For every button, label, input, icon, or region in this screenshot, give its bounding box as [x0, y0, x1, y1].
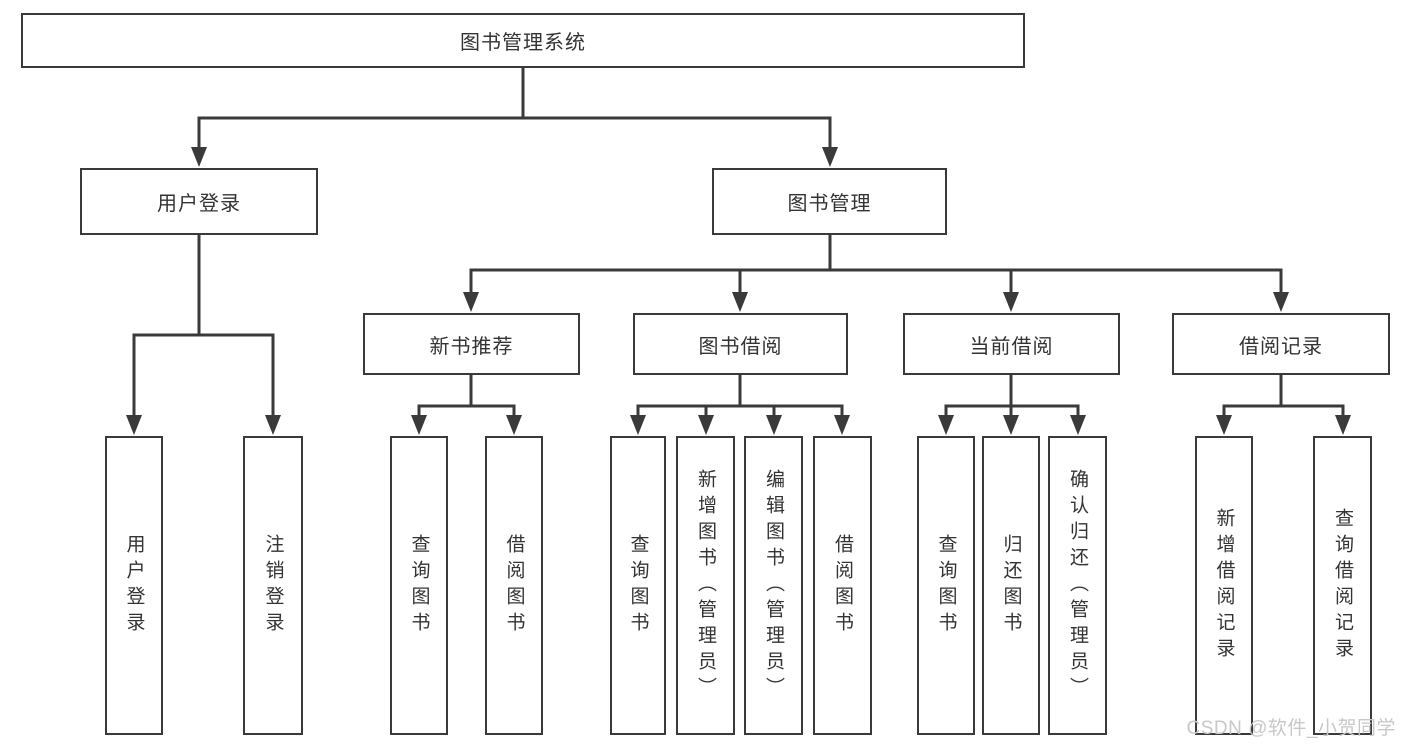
leaf-logout: 注销登录	[243, 436, 303, 735]
leaf-return-book: 归还图书	[982, 436, 1040, 735]
node-system-root: 图书管理系统	[21, 13, 1025, 68]
connector-recommend-to-leaves	[417, 373, 516, 416]
node-current-borrow: 当前借阅	[903, 313, 1120, 375]
leaf-recommend-query-book: 查询图书	[390, 436, 448, 735]
node-new-book-recommend: 新书推荐	[363, 313, 580, 375]
node-book-borrow: 图书借阅	[633, 313, 848, 375]
connector-root-to-level2	[197, 66, 832, 148]
node-book-management: 图书管理	[712, 168, 947, 235]
node-borrow-records: 借阅记录	[1172, 313, 1390, 375]
leaf-recommend-borrow-book: 借阅图书	[485, 436, 543, 735]
connector-login-to-leaves	[132, 233, 275, 416]
leaf-add-borrow-record: 新增借阅记录	[1195, 436, 1253, 735]
node-user-login: 用户登录	[80, 168, 318, 235]
connector-records-to-leaves	[1222, 373, 1345, 416]
connector-bookmgmt-to-level3	[469, 233, 1283, 293]
connector-borrow-to-leaves	[636, 373, 844, 416]
leaf-user-login: 用户登录	[105, 436, 163, 735]
leaf-query-borrow-record: 查询借阅记录	[1313, 436, 1372, 735]
leaf-confirm-return-admin: 确认归还（管理员）	[1048, 436, 1107, 735]
leaf-borrow-book: 借阅图书	[813, 436, 872, 735]
leaf-add-book-admin: 新增图书（管理员）	[676, 436, 735, 735]
csdn-watermark: CSDN @软件_小贺同学	[1186, 718, 1396, 739]
leaf-current-query-book: 查询图书	[917, 436, 975, 735]
leaf-borrow-query-book: 查询图书	[610, 436, 666, 735]
connector-current-to-leaves	[944, 373, 1080, 416]
leaf-edit-book-admin: 编辑图书（管理员）	[744, 436, 803, 735]
